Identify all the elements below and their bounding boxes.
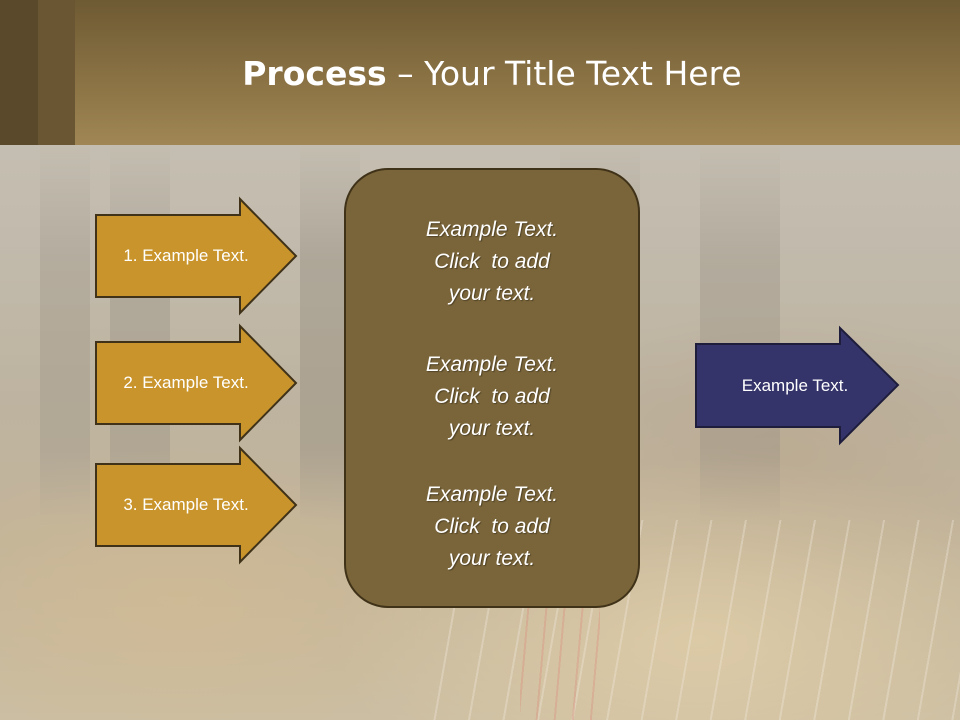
arrow-shape	[695, 325, 900, 446]
center-text-box[interactable]: Example Text. Click to add your text. Ex…	[344, 168, 640, 608]
center-text-line: your text.	[448, 417, 536, 440]
center-text-line: Click to add	[434, 250, 550, 273]
output-arrow[interactable]: Example Text.	[695, 325, 900, 446]
center-text-line: your text.	[448, 547, 536, 570]
center-text-line: Click to add	[434, 515, 550, 538]
arrow-shape	[95, 196, 298, 316]
background-tail-lights	[520, 600, 600, 720]
slide-title[interactable]: Process – Your Title Text Here	[0, 52, 960, 96]
step-label: 3. Example Text.	[123, 495, 249, 514]
center-text-line: Example Text.	[425, 218, 559, 241]
header-band: Process – Your Title Text Here	[0, 0, 960, 145]
step-arrow-2[interactable]: 2. Example Text.	[95, 323, 298, 443]
center-text-block-2[interactable]: Example Text. Click to add your text.	[346, 349, 638, 445]
step-label: 1. Example Text.	[123, 246, 249, 265]
center-text-line: your text.	[448, 282, 536, 305]
arrow-shape	[95, 445, 298, 565]
arrow-shape	[95, 323, 298, 443]
header-accent-stripe	[38, 0, 75, 145]
header-accent-stripe	[0, 0, 38, 145]
center-text-line: Example Text.	[425, 483, 559, 506]
step-label: 2. Example Text.	[123, 373, 249, 392]
center-text-block-3[interactable]: Example Text. Click to add your text.	[346, 479, 638, 575]
center-text-block-1[interactable]: Example Text. Click to add your text.	[346, 214, 638, 310]
center-text-line: Click to add	[434, 385, 550, 408]
step-arrow-1[interactable]: 1. Example Text.	[95, 196, 298, 316]
output-label: Example Text.	[741, 375, 849, 395]
step-arrow-3[interactable]: 3. Example Text.	[95, 445, 298, 565]
title-bold: Process	[242, 54, 387, 93]
center-text-line: Example Text.	[425, 353, 559, 376]
title-rest: – Your Title Text Here	[386, 54, 742, 93]
